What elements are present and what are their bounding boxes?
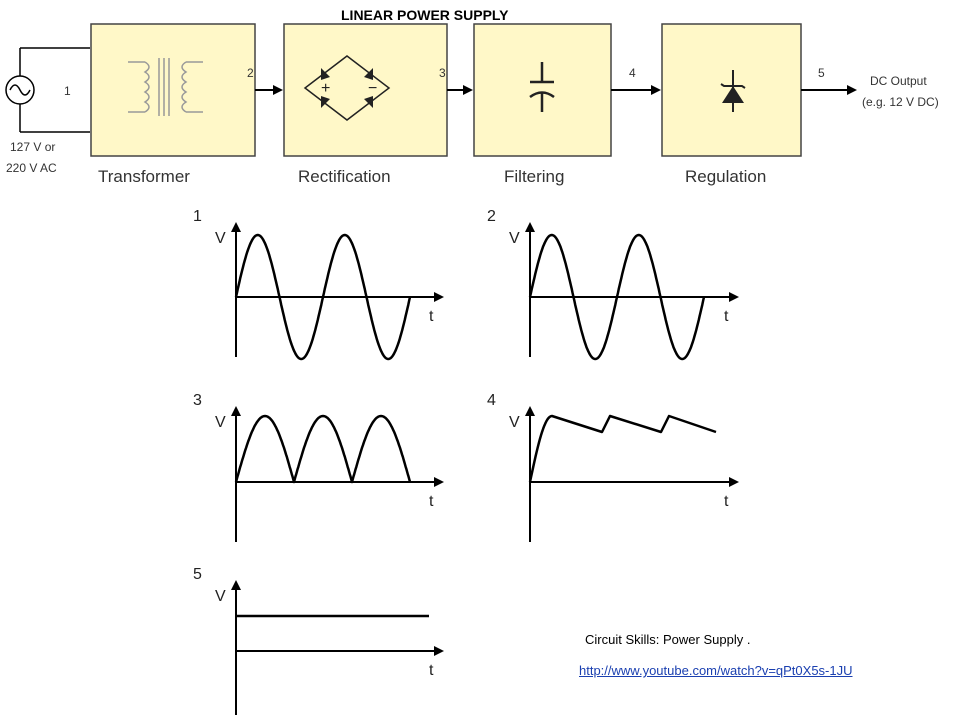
stage-number-4: 4 (629, 66, 636, 80)
graph-2-waveform (528, 233, 706, 361)
graph-2: 2Vt (487, 208, 739, 361)
graph-1: 1Vt (193, 208, 444, 361)
graph-3-y-label: V (215, 414, 226, 431)
filtering-label: Filtering (504, 167, 564, 186)
graph-4-number: 4 (487, 392, 496, 409)
graph-3-x-label: t (429, 493, 434, 510)
page-title: LINEAR POWER SUPPLY (341, 7, 509, 23)
source-label-line2: 220 V AC (6, 161, 57, 175)
dc-output-example: (e.g. 12 V DC) (862, 95, 939, 109)
graph-3: 3Vt (193, 392, 444, 542)
rectification-label: Rectification (298, 167, 391, 186)
transformer-block (90, 23, 256, 157)
stage-number-2: 2 (247, 66, 254, 80)
bridge-plus-sign: + (321, 80, 330, 97)
filtering-block (473, 23, 612, 157)
bridge-minus-sign: − (368, 80, 377, 97)
source-label-line1: 127 V or (10, 140, 55, 154)
graph-5-x-label: t (429, 662, 434, 679)
graph-3-waveform (234, 414, 412, 484)
capacitor-icon (529, 62, 555, 112)
transformer-label: Transformer (98, 167, 190, 186)
graph-5: 5Vt (193, 566, 444, 715)
graph-1-y-label: V (215, 230, 226, 247)
rectification-block (283, 23, 448, 157)
dc-output-label: DC Output (870, 74, 927, 88)
stage-number-5: 5 (818, 66, 825, 80)
graph-4-x-label: t (724, 493, 729, 510)
regulation-label: Regulation (685, 167, 766, 186)
zener-diode-icon (720, 70, 746, 112)
graph-5-y-label: V (215, 588, 226, 605)
source-caption: Circuit Skills: Power Supply . (585, 632, 751, 647)
stage-number-1: 1 (64, 84, 71, 98)
graph-1-number: 1 (193, 208, 202, 225)
video-link[interactable]: http://www.youtube.com/watch?v=qPt0X5s-1… (579, 663, 853, 678)
transformer-icon (128, 58, 203, 116)
graph-2-number: 2 (487, 208, 496, 225)
graph-4-y-label: V (509, 414, 520, 431)
sine-glyph (9, 84, 31, 96)
bridge-rectifier-icon: + − (303, 55, 391, 121)
graph-2-x-label: t (724, 308, 729, 325)
stage-number-3: 3 (439, 66, 446, 80)
graph-1-waveform (234, 233, 412, 361)
graph-5-number: 5 (193, 566, 202, 583)
graph-2-y-label: V (509, 230, 520, 247)
graph-1-x-label: t (429, 308, 434, 325)
ac-source: 127 V or 220 V AC 1 (5, 47, 90, 175)
graph-4-waveform (528, 414, 717, 483)
graph-3-number: 3 (193, 392, 202, 409)
graph-4: 4Vt (487, 392, 739, 542)
